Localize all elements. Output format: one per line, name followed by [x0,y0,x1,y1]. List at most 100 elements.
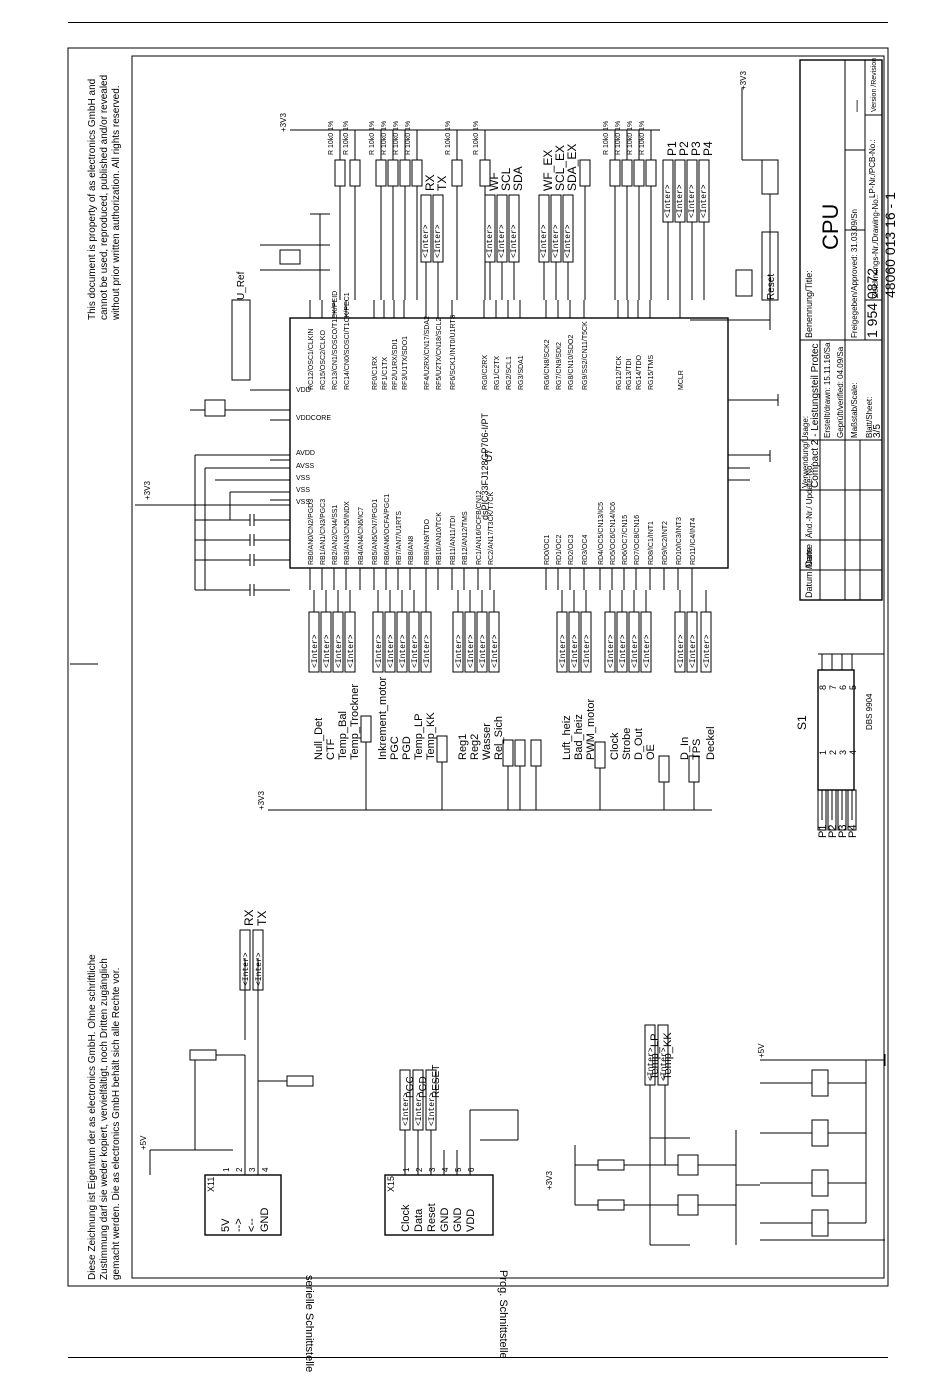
signal-bottom-12: Rel_Sich [493,716,505,760]
mcu-pin-left-0: VDDCORE [296,415,331,422]
notice-en-line1: This document is property of as electron… [87,79,98,320]
serial-sig-0: RX [242,909,256,926]
prog-num-4: 5 [454,1167,463,1172]
signal-top-7: SDA_EX [565,144,579,191]
signal-bottom-5: PGC [389,736,401,760]
serial-supply: +5V [139,1135,148,1150]
mcu-pin-bottom-17: RD2/OC3 [568,535,575,565]
switch-num-r-1: 7 [828,685,838,690]
bottom-tag-2: <Inter> [335,634,344,668]
bottom-tag-13: <Inter> [559,634,568,668]
prog-num-0: 1 [402,1167,411,1172]
serial-num-3: 4 [261,1167,270,1172]
notice-en-line3: without prior written authorization. All… [111,85,122,321]
u-ref-connector: U_Ref [231,271,290,391]
mcu-pin-bottom-8: RB8/AN8 [408,536,415,565]
mcu-pin-top-23: MCLR [678,370,685,390]
signal-bottom-9: Reg1 [457,734,469,760]
mcu-pin-top-13: RG2/SCL1 [506,356,513,390]
signal-bottom-11: Wasser [481,723,493,760]
prog-num-3: 4 [441,1167,450,1172]
signal-bottom-4: Inkrement_motor [377,677,389,760]
top-signal-2-tag: <Inter> [486,224,495,258]
rail-3v3-top: +3V3 [279,113,288,132]
mcu-pin-top-6: RF2/U1RX/SDI1 [392,339,399,390]
switch-sig-0: P1 [817,825,829,838]
top-signal-4-tag: <Inter> [510,224,519,258]
prog-tag-1: <Inter> [415,1092,424,1126]
bottom-tag-22: <Inter> [703,634,712,668]
verwendung-label: Verwendung/Usage: [801,416,810,488]
decoupling-caps-bottom-right: +5V [757,1043,886,1241]
bottom-tag-8: <Inter> [423,634,432,668]
mcu-pin-left-2: AVDD [296,450,315,457]
prog-sig-0: PGC [405,1076,416,1098]
top-signal-8-tag: <Inter> [664,184,673,218]
mcu-pin-top-15: RG6/CN8/SCK2 [544,339,551,390]
mcu-pin-left-4: VSS [296,475,310,482]
temp-sensor-section: +3V3 <Inter>Temp_LP<Inter>Temp_KK [545,1024,760,1246]
bottom-tag-9: <Inter> [455,634,464,668]
pullup-resistor-6: R 10k0 1% [445,121,452,155]
mcu-pin-top-17: RG8/CN10/SDO2 [568,335,575,390]
serial-pin-1: --> [233,1218,245,1232]
switch-ref: S1 [795,715,809,730]
mcu-pin-left-1: VDD [296,387,311,394]
rail-3v3-left: +3V3 [143,481,152,500]
mcu-pin-top-16: RG7/CN9/SDI2 [556,342,563,390]
crystal [260,213,330,271]
mcu-pin-bottom-6: RB6/AN6/OCFA/PGC1 [384,494,391,565]
serial-pin-0: 5V [220,1218,232,1232]
reset-supply: +3V3 [739,71,748,90]
pullup-resistor-1: R 10k0 1% [343,121,350,155]
serial-pin-2: <-- [246,1218,258,1232]
switch-num-l-2: 3 [838,750,848,755]
signal-bottom-22: Deckel [705,726,717,760]
prog-pin-5: VDD [465,1209,477,1232]
signal-top-5: WF_EX [541,150,555,191]
mcu-pin-top-4: RF0/C1RX [372,356,379,390]
mcu-pin-bottom-20: RD5/OC6/CN14/IC6 [610,502,617,565]
mcu-pin-bottom-2: RB2/AN2/CN4/SS1 [332,505,339,565]
bottom-tag-16: <Inter> [607,634,616,668]
bottom-tag-1: <Inter> [323,634,332,668]
signal-bottom-7: Temp_LP [413,714,425,760]
pullup-resistor-7: R 10k0 1% [473,121,480,155]
mcu-pin-bottom-24: RD9/IC2/INT2 [662,521,669,565]
serial-ref: X11 [206,1177,216,1192]
serial-num-1: 2 [235,1167,244,1172]
title-cpu: CPU [818,204,843,250]
mcu-ref: U7 [484,449,495,462]
mcu-pin-top-10: RF6/SCK1/INT0/U1RTS [450,314,457,390]
top-signal-3-tag: <Inter> [498,224,507,258]
bottom-rule [68,1357,888,1358]
signal-bottom-15: PWM_motor [585,699,597,760]
top-signal-7-tag: <Inter> [564,224,573,258]
bottom-tag-19: <Inter> [643,634,652,668]
mcu-part: dsPIC33FJ128GP706-I/PT [480,412,490,520]
notice-en-line2: cannot be used, reproduced, published an… [99,75,110,320]
name-label: Name [804,544,814,568]
mcu-pin-top-7: RF3/U1TX/SDO1 [402,336,409,390]
switch-num-r-2: 6 [838,685,848,690]
mcu-u7: U7 dsPIC33FJ128GP706-I/PT RC12/OSC1/CLKI… [270,291,779,590]
top-signal-6-tag: <Inter> [552,224,561,258]
signal-top-6: SCL_EX [553,145,567,191]
signal-bottom-0: Null_Det [313,718,325,760]
top-signal-11-tag: <Inter> [700,184,709,218]
zeichnung-value: 48060 013 16 - 1 [882,192,898,298]
signal-bottom-21: TPS [691,739,703,760]
signal-top-10: P3 [689,141,703,156]
mcu-pin-left-6: VSS [296,499,310,506]
switch-sig-2: P3 [837,825,849,838]
signal-bottom-13: Luft_heiz [561,715,573,760]
aend-label: Änd.-Nr./ Update-No. [805,463,814,538]
pullup-resistor-0: R 10k0 1% [328,121,335,155]
bottom-tag-17: <Inter> [619,634,628,668]
prog-pin-0: Clock [400,1204,412,1232]
bottom-tag-7: <Inter> [411,634,420,668]
top-rule [68,22,888,23]
prog-pin-1: Data [413,1208,425,1232]
mcu-pin-top-12: RG1/C2TX [494,355,501,390]
